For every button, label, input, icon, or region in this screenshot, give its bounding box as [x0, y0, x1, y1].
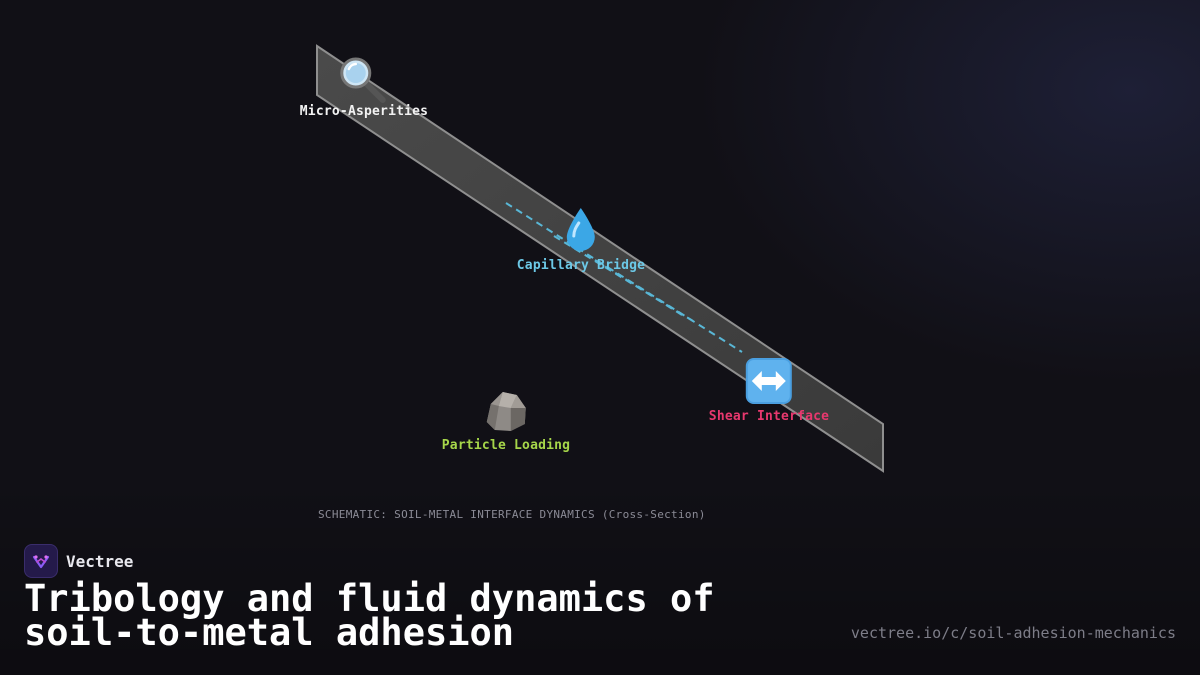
brand: Vectree: [24, 544, 133, 578]
diagram-caption: SCHEMATIC: SOIL-METAL INTERFACE DYNAMICS…: [318, 508, 706, 521]
magnifier-icon: [340, 57, 386, 103]
left-right-arrow-icon: [746, 358, 792, 404]
node-micro-asperities: Micro-Asperities: [300, 56, 428, 119]
node-label: Micro-Asperities: [299, 104, 429, 119]
node-label: Capillary Bridge: [516, 258, 646, 273]
vectree-logo-icon: [24, 544, 58, 578]
brand-name: Vectree: [66, 551, 134, 571]
node-label: Particle Loading: [441, 438, 571, 453]
droplet-icon: [567, 208, 595, 251]
node-particle-loading: Particle Loading: [442, 386, 570, 453]
node-shear-interface: Shear Interface: [709, 357, 829, 424]
page-title: Tribology and fluid dynamics of soil-to-…: [24, 577, 715, 654]
rock-icon: [487, 392, 526, 431]
source-url[interactable]: vectree.io/c/soil-adhesion-mechanics: [850, 624, 1176, 642]
metal-plate: [316, 44, 884, 473]
node-capillary-bridge: Capillary Bridge: [517, 206, 645, 273]
node-label: Shear Interface: [708, 409, 830, 424]
